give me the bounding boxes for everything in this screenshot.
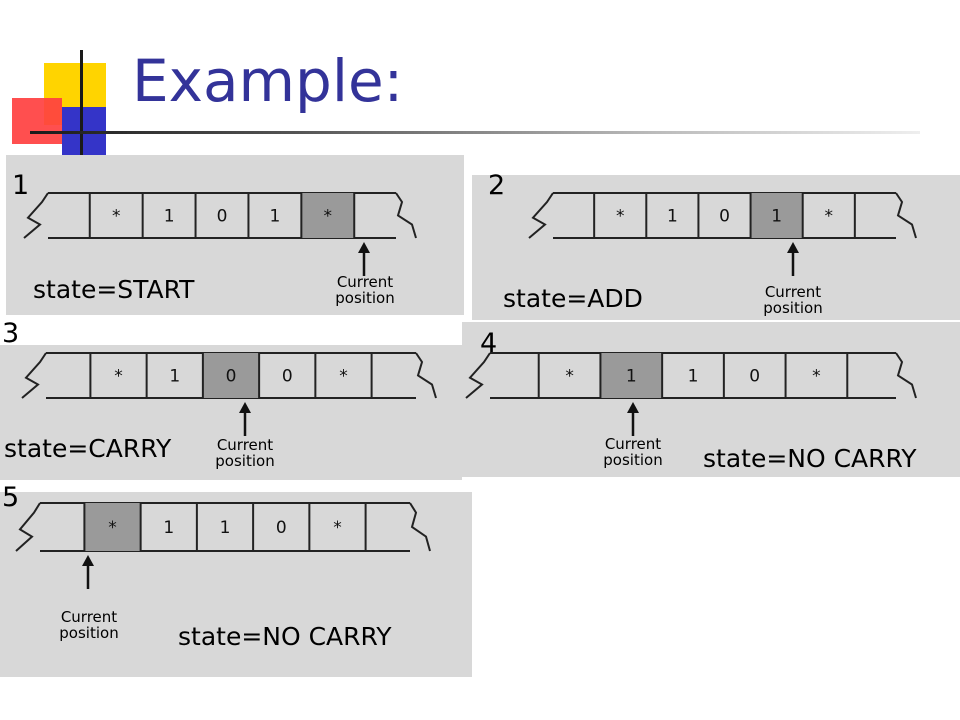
tape-cell-symbol: 0	[217, 207, 228, 227]
pointer-arrow-head	[627, 402, 639, 413]
step-number: 4	[480, 328, 498, 359]
state-label: state=NO CARRY	[703, 444, 917, 473]
tape-cell-symbol: 0	[719, 207, 730, 227]
tape-left-torn-edge	[528, 192, 554, 239]
state-label: state=ADD	[503, 284, 643, 313]
tape-cell-symbol: *	[339, 367, 348, 387]
tape-cell-symbol: 0	[282, 367, 293, 387]
scan-background	[0, 492, 472, 677]
tape-cell-symbol: *	[333, 518, 342, 538]
scan-background	[472, 175, 960, 320]
state-label: state=CARRY	[4, 434, 172, 463]
tape-right-torn-edge	[395, 192, 417, 239]
tape-cell-symbol: 1	[269, 207, 280, 227]
current-cell-highlight	[84, 503, 141, 551]
decor-red-square	[12, 98, 62, 144]
tape-right-torn-edge	[895, 352, 917, 399]
tape-cell-symbol: *	[565, 367, 574, 387]
tape-cell-symbol: 0	[749, 367, 760, 387]
step-number: 3	[2, 318, 20, 349]
current-cell-highlight	[750, 193, 803, 238]
scan-background	[6, 155, 464, 315]
current-cell-highlight	[301, 193, 355, 238]
step-number: 5	[2, 482, 20, 513]
state-label: state=NO CARRY	[178, 622, 392, 651]
tape-cell-symbol: 1	[220, 518, 231, 538]
page-title: Example:	[132, 47, 404, 115]
pointer-arrow-head	[239, 402, 251, 413]
tape-cell-symbol: 1	[164, 207, 175, 227]
decor-vertical-line	[80, 50, 83, 162]
tape-cell-symbol: 1	[169, 367, 180, 387]
tape-cell-symbol: *	[616, 207, 625, 227]
tape-cell-symbol: 1	[163, 518, 174, 538]
tape-cell-symbol: 0	[226, 367, 237, 387]
pointer-arrow-head	[787, 242, 799, 253]
tape-left-torn-edge	[21, 352, 47, 399]
tape-right-torn-edge	[895, 192, 917, 239]
tape-left-torn-edge	[15, 502, 41, 552]
tape-cell-symbol: *	[324, 207, 333, 227]
tape-cell-symbol: *	[825, 207, 834, 227]
pointer-arrow-head	[82, 555, 94, 566]
tape-left-torn-edge	[465, 352, 491, 399]
title-underline	[30, 131, 920, 134]
tape-cell-symbol: *	[108, 518, 117, 538]
tape-left-torn-edge	[23, 192, 49, 239]
state-label: state=START	[33, 275, 195, 304]
tape-cell-symbol: 1	[626, 367, 637, 387]
tape-cell-symbol: 1	[688, 367, 699, 387]
tape-cell-symbol: 1	[771, 207, 782, 227]
current-cell-highlight	[202, 353, 260, 398]
tape-right-torn-edge	[409, 502, 431, 552]
step-number: 2	[488, 170, 506, 201]
pointer-arrow-head	[358, 242, 370, 253]
tape-cell-symbol: 1	[667, 207, 678, 227]
step-number: 1	[12, 170, 30, 201]
tape-right-torn-edge	[415, 352, 437, 399]
tape-cell-symbol: *	[812, 367, 821, 387]
scan-background	[462, 322, 960, 477]
tape-cell-symbol: *	[112, 207, 121, 227]
current-cell-highlight	[600, 353, 663, 398]
tape-cell-symbol: 0	[276, 518, 287, 538]
tape-cell-symbol: *	[114, 367, 123, 387]
